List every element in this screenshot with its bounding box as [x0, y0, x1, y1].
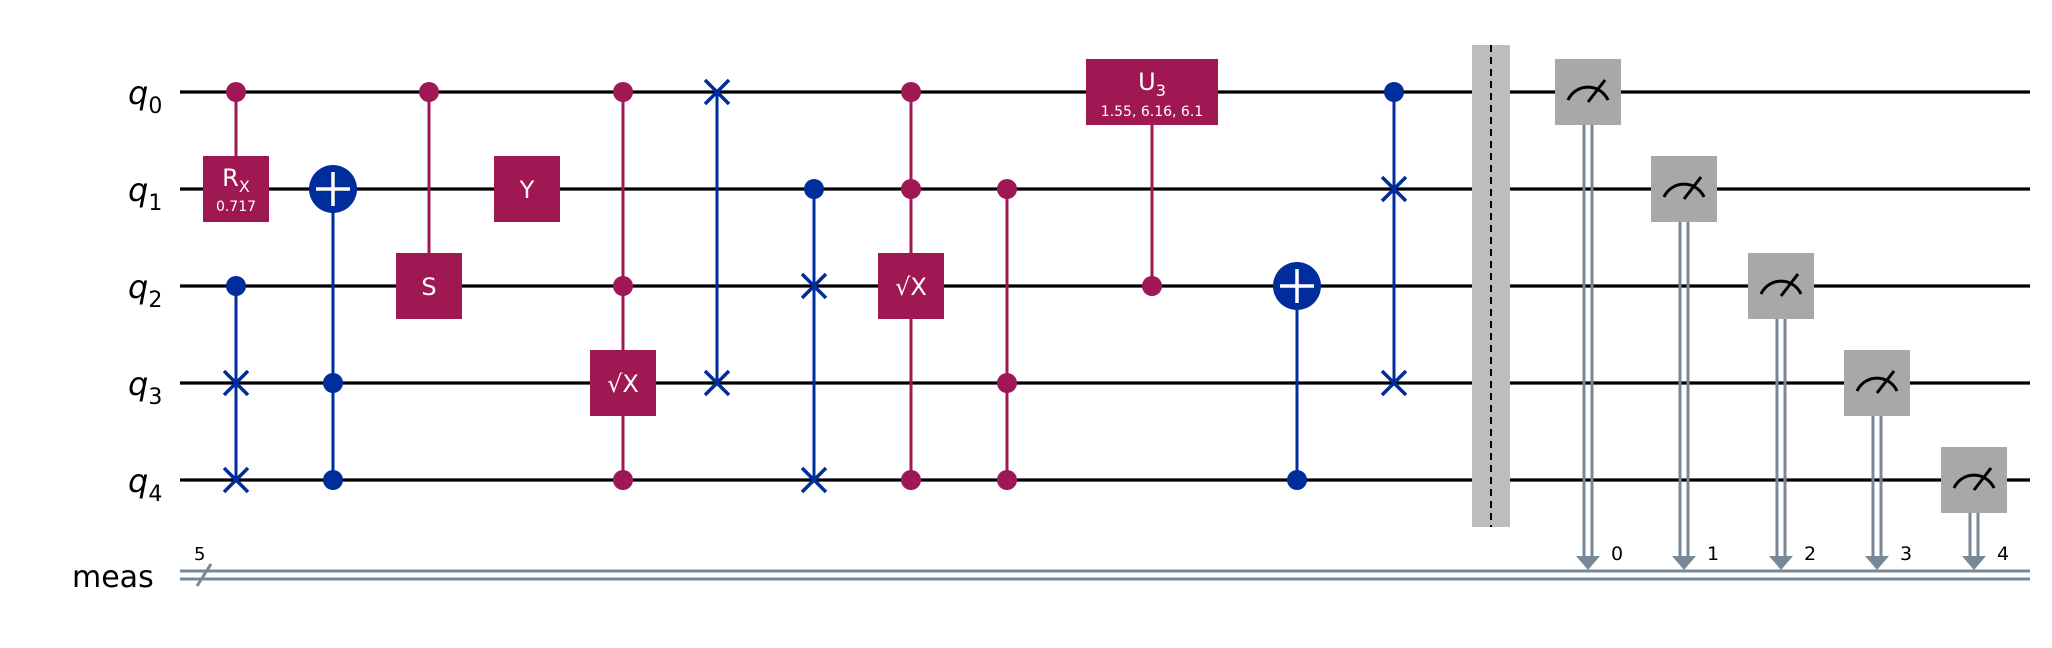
- cswap-gate-1: [222, 276, 250, 494]
- c3sx-gate-2: √X: [878, 82, 944, 490]
- measure-box: [1651, 156, 1717, 222]
- sx-gate-label: √X: [607, 370, 639, 398]
- barrier: [1472, 45, 1510, 527]
- y-gate-label: Y: [519, 176, 535, 204]
- swap-gate: [703, 78, 731, 397]
- arrow-down-icon: [1962, 556, 1986, 570]
- swap-cross-icon: [1380, 175, 1408, 203]
- c3sx-control-dot: [613, 82, 633, 102]
- measure-box: [1555, 59, 1621, 125]
- meter-icon: [1855, 376, 1899, 392]
- c3sx-gate: √X: [590, 82, 656, 490]
- classical-bit-label: 3: [1900, 543, 1912, 565]
- ccz-dot: [997, 470, 1017, 490]
- rx-gate-box: [203, 156, 269, 222]
- meter-icon: [1759, 279, 1803, 295]
- plus-icon: [316, 172, 350, 206]
- classical-bit-label: 4: [1997, 543, 2009, 565]
- cx-gate: [1273, 262, 1321, 490]
- measure-box: [1748, 253, 1814, 319]
- u3-gate-param: 1.55, 6.16, 6.1: [1101, 104, 1203, 120]
- swap-cross-icon: [222, 466, 250, 494]
- swap-cross-icon: [1380, 369, 1408, 397]
- measure-gate: 3: [1844, 350, 1912, 570]
- ccz-dot: [997, 179, 1017, 199]
- measure-gate: 4: [1941, 447, 2009, 570]
- meter-icon: [1952, 473, 1996, 489]
- crx-gate: RX 0.717: [203, 82, 269, 222]
- swap-cross-icon: [800, 466, 828, 494]
- qubit-wires: [180, 90, 2030, 482]
- c3sx-control-dot: [901, 179, 921, 199]
- register-size-label: 5: [194, 544, 205, 565]
- meter-needle-icon: [1586, 79, 1607, 103]
- qubit-labels: q0 q1 q2 q3 q4 meas: [72, 74, 162, 595]
- classical-wire: 5: [180, 544, 2030, 587]
- cs-control-dot: [419, 82, 439, 102]
- u3-gate-label: U3: [1138, 68, 1166, 100]
- cu3-control-dot: [1142, 276, 1162, 296]
- qubit-label-3: q3: [128, 365, 162, 410]
- sx-gate-box: [590, 350, 656, 416]
- register-size-slash: [195, 563, 213, 587]
- swap-cross-icon: [703, 369, 731, 397]
- cswap-gate-3: [1380, 82, 1408, 397]
- meter-needle-icon: [1875, 370, 1896, 394]
- ccx-control-dot: [323, 470, 343, 490]
- meter-needle-icon: [1779, 273, 1800, 297]
- ccx-gate: [309, 165, 357, 490]
- meter-icon: [1662, 182, 1706, 198]
- u3-gate-box: [1086, 59, 1218, 125]
- swap-cross-icon: [800, 272, 828, 300]
- c3sx-control-dot: [901, 470, 921, 490]
- qubit-label-4: q4: [128, 462, 162, 507]
- meter-icon: [1566, 85, 1610, 101]
- cswap-control-dot: [226, 276, 246, 296]
- arrow-down-icon: [1576, 556, 1600, 570]
- measure-box: [1844, 350, 1910, 416]
- qubit-label-1: q1: [128, 171, 162, 216]
- arrow-down-icon: [1672, 556, 1696, 570]
- cswap-control-dot: [1384, 82, 1404, 102]
- cswap-gate-2: [800, 179, 828, 494]
- s-gate-label: S: [421, 273, 436, 301]
- cu3-gate: U3 1.55, 6.16, 6.1: [1086, 59, 1218, 296]
- classical-bit-label: 0: [1611, 543, 1623, 565]
- measure-gate: 2: [1748, 253, 1816, 570]
- sx-gate-box: [878, 253, 944, 319]
- qubit-label-0: q0: [128, 74, 162, 119]
- cs-gate: S: [396, 82, 462, 319]
- swap-cross-icon: [703, 78, 731, 106]
- ccz-gate: [997, 179, 1017, 490]
- c3sx-control-dot: [613, 276, 633, 296]
- measure-gate: 1: [1651, 156, 1719, 570]
- cx-control-dot: [1287, 470, 1307, 490]
- classical-bit-label: 2: [1804, 543, 1816, 565]
- cswap-control-dot: [804, 179, 824, 199]
- rx-gate-label: RX: [222, 164, 250, 196]
- c3sx-control-dot: [613, 470, 633, 490]
- y-gate: Y: [494, 156, 560, 222]
- s-gate-box: [396, 253, 462, 319]
- meter-needle-icon: [1682, 176, 1703, 200]
- measurements: 0 1 2 3 4: [1555, 59, 2009, 570]
- ccx-control-dot: [323, 373, 343, 393]
- sx-gate-label: √X: [895, 273, 927, 301]
- arrow-down-icon: [1769, 556, 1793, 570]
- measure-gate: 0: [1555, 59, 1623, 570]
- crx-control-dot: [226, 82, 246, 102]
- y-gate-box: [494, 156, 560, 222]
- swap-cross-icon: [222, 369, 250, 397]
- ccz-dot: [997, 373, 1017, 393]
- meter-needle-icon: [1972, 467, 1993, 491]
- qubit-label-2: q2: [128, 268, 162, 313]
- rx-gate-param: 0.717: [216, 199, 256, 215]
- arrow-down-icon: [1865, 556, 1889, 570]
- classical-register-label: meas: [72, 560, 154, 595]
- classical-bit-label: 1: [1707, 543, 1719, 565]
- plus-icon: [1280, 269, 1314, 303]
- measure-box: [1941, 447, 2007, 513]
- c3sx-control-dot: [901, 82, 921, 102]
